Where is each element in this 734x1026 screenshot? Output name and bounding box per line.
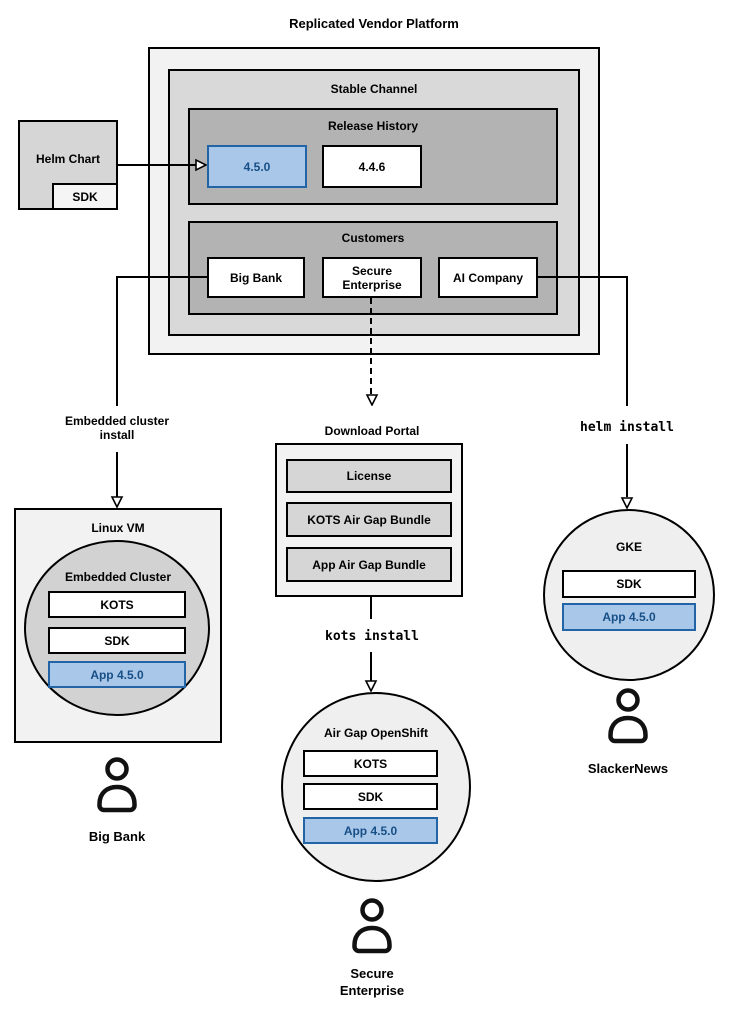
secure-enterprise-user-line2: Enterprise [339, 983, 405, 998]
openshift-sdk-box: SDK [303, 783, 438, 810]
arrowhead-down [364, 680, 378, 692]
embedded-cluster-title: Embedded Cluster [64, 570, 172, 584]
connector-aicompany-vertical [626, 276, 628, 406]
customers-title: Customers [341, 231, 405, 245]
arrowhead-down [365, 394, 379, 406]
openshift-kots-box: KOTS [303, 750, 438, 777]
slackernews-person-icon [605, 687, 651, 745]
helm-chart-sdk-box: SDK [52, 183, 118, 210]
connector-aicompany-arrow-line [626, 444, 628, 497]
slackernews-user-label: SlackerNews [587, 761, 669, 776]
connector-bigbank-arrow-line [116, 452, 118, 497]
label-embedded-cluster-install: Embedded cluster install [37, 414, 197, 442]
customer-big-bank-box: Big Bank [207, 257, 305, 298]
connector-aicompany-horizontal [538, 276, 628, 278]
connector-bigbank-horizontal [117, 276, 207, 278]
release-4-5-0-box: 4.5.0 [207, 145, 307, 188]
stable-channel-title: Stable Channel [330, 82, 418, 96]
release-4-4-6-box: 4.4.6 [322, 145, 422, 188]
secure-enterprise-user-line1: Secure [350, 966, 394, 981]
diagram-title: Replicated Vendor Platform [289, 16, 459, 31]
big-bank-user-label: Big Bank [88, 829, 146, 844]
openshift-app-box: App 4.5.0 [303, 817, 438, 844]
embedded-cluster-kots-box: KOTS [48, 591, 186, 618]
download-portal-title: Download Portal [324, 424, 420, 438]
helm-chart-title: Helm Chart [35, 152, 100, 166]
linux-vm-title: Linux VM [91, 521, 145, 535]
embedded-cluster-app-box: App 4.5.0 [48, 661, 186, 688]
label-helm-install: helm install [580, 420, 674, 435]
air-gap-openshift-title: Air Gap OpenShift [323, 726, 428, 740]
label-kots-install: kots install [325, 629, 419, 644]
arrowhead-down [620, 497, 634, 509]
label-embedded-cluster-install-line1: Embedded cluster [64, 414, 170, 428]
arrowhead-down [110, 496, 124, 508]
label-embedded-cluster-install-line2: install [99, 428, 135, 442]
gke-title: GKE [615, 540, 642, 554]
connector-secure-dashed [370, 298, 372, 394]
release-history-title: Release History [327, 119, 419, 133]
secure-enterprise-user-label: Secure Enterprise [292, 965, 452, 999]
secure-enterprise-person-icon [349, 897, 395, 955]
embedded-cluster-sdk-box: SDK [48, 627, 186, 654]
customer-secure-enterprise-box: Secure Enterprise [322, 257, 422, 298]
arrowhead-right [195, 158, 207, 172]
customer-ai-company-box: AI Company [438, 257, 538, 298]
connector-kots-arrow-line [370, 652, 372, 681]
portal-item-license: License [286, 459, 452, 493]
gke-sdk-box: SDK [562, 570, 696, 598]
big-bank-person-icon [94, 756, 140, 814]
portal-item-kots-airgap-bundle: KOTS Air Gap Bundle [286, 502, 452, 537]
connector-bigbank-vertical [116, 276, 118, 406]
gke-app-box: App 4.5.0 [562, 603, 696, 631]
portal-item-app-airgap-bundle: App Air Gap Bundle [286, 547, 452, 582]
connector-helm-to-release [118, 164, 196, 166]
connector-portal-line [370, 597, 372, 619]
